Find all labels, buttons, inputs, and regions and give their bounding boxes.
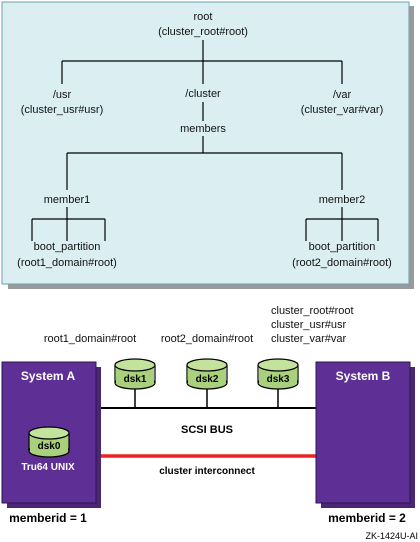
system-b: System B (315, 361, 415, 508)
scsi-bus-label: SCSI BUS (181, 424, 233, 436)
dsk1-label: dsk1 (124, 374, 147, 385)
system-a-os-label: Tru64 UNIX (21, 462, 75, 473)
tree-boot2-domain: (root2_domain#root) (292, 257, 392, 269)
system-a-memberid: memberid = 1 (9, 511, 87, 525)
tree-var-domain: (cluster_var#var) (301, 104, 384, 116)
tree-boot2-label: boot_partition (309, 241, 376, 253)
dsk1-disk: dsk1 (114, 358, 156, 390)
tree-panel (1, 1, 410, 285)
tree-usr-label: /usr (53, 89, 72, 101)
system-a-title: System A (21, 369, 76, 383)
tree-connectors (31, 40, 379, 241)
tree-member1-label: member1 (44, 194, 90, 206)
dsk2-disk: dsk2 (186, 358, 228, 390)
system-b-box (315, 361, 411, 504)
tree-member2-label: member2 (319, 194, 365, 206)
dsk2-label: dsk2 (196, 374, 219, 385)
cluster-interconnect-label: cluster interconnect (159, 466, 255, 477)
dsk1-domain-label: root1_domain#root (44, 333, 136, 345)
tree-root-domain: (cluster_root#root) (158, 26, 248, 38)
tree-members-label: members (180, 123, 226, 135)
dsk0-disk: dsk0 (28, 426, 70, 458)
tree-boot1-label: boot_partition (34, 241, 101, 253)
tree-usr-domain: (cluster_usr#usr) (21, 104, 104, 116)
tree-boot1-domain: (root1_domain#root) (17, 257, 117, 269)
system-b-memberid: memberid = 2 (328, 511, 406, 525)
dsk0-label: dsk0 (38, 441, 61, 452)
figure-id: ZK-1424U-AI (365, 531, 418, 541)
dsk3-disk: dsk3 (257, 358, 299, 390)
system-a: System A Tru64 UNIX (1, 361, 101, 508)
dsk3-domain-label-1: cluster_root#root (271, 305, 354, 317)
tree-var-label: /var (333, 89, 352, 101)
disk-bus-stems (134, 389, 279, 408)
tree-root-label: root (194, 11, 213, 23)
system-b-title: System B (336, 369, 391, 383)
tree-cluster-label: /cluster (185, 88, 221, 100)
dsk2-domain-label: root2_domain#root (161, 333, 253, 345)
dsk3-domain-label-3: cluster_var#var (271, 333, 347, 345)
dsk3-domain-label-2: cluster_usr#usr (271, 319, 347, 331)
dsk3-label: dsk3 (267, 374, 290, 385)
